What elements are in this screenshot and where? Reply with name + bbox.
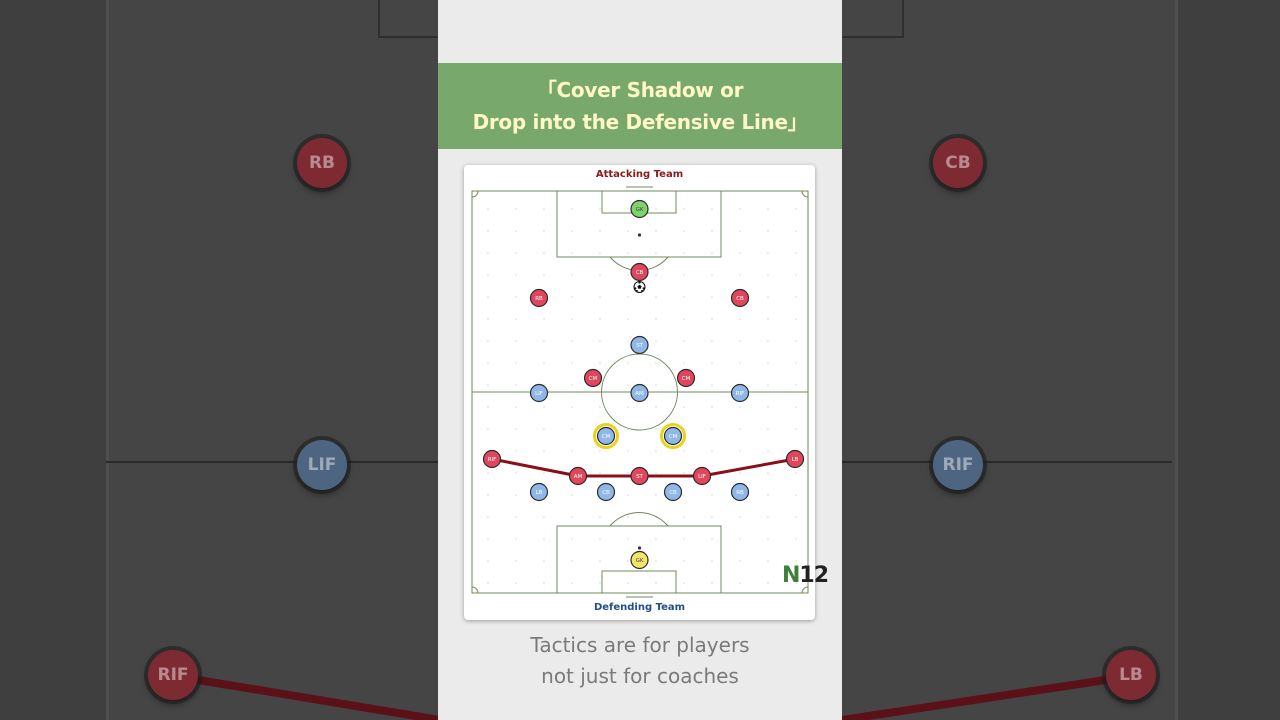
player-defending-rif: RIF xyxy=(730,383,750,403)
player-label: CM xyxy=(602,434,611,440)
video-frame: 「Cover Shadow or Drop into the Defensive… xyxy=(438,0,842,720)
player-defending-cm: CM xyxy=(593,423,619,449)
background-player: LB xyxy=(1106,650,1156,700)
player-attacking-cm: CM xyxy=(583,368,603,388)
tactics-pitch: GK CB RB CB ST CM CM LIF AM RIF CM CM RIF AM ST LIF LB LB… xyxy=(471,186,809,598)
corner-arc xyxy=(801,586,809,594)
player-label: CB xyxy=(736,296,744,302)
background-player: CB xyxy=(933,138,983,188)
player-label: LB xyxy=(536,490,543,496)
title-banner: 「Cover Shadow or Drop into the Defensive… xyxy=(438,63,842,149)
players-layer: GK CB RB CB ST CM CM LIF AM RIF CM CM RIF AM ST LIF LB LB… xyxy=(482,199,805,570)
background-player: RIF xyxy=(148,650,198,700)
background-right-blur: CB RIF LB xyxy=(842,0,1280,720)
player-label: CM xyxy=(682,376,691,382)
background-player: RIF xyxy=(933,440,983,490)
player-attacking-st: ST xyxy=(630,466,649,486)
player-attacking-lif: LIF xyxy=(692,466,712,486)
player-attacking-gk: GK xyxy=(630,199,649,219)
player-attacking-lb: LB xyxy=(785,449,805,469)
n12-logo: N12 xyxy=(782,563,829,588)
player-label: CB xyxy=(669,490,677,496)
ball-icon xyxy=(633,281,646,293)
player-attacking-cb: CB xyxy=(730,288,750,308)
background-penalty-box xyxy=(378,0,438,38)
bottom-penalty-arc xyxy=(609,512,669,527)
defending-team-label: Defending Team xyxy=(593,602,686,613)
player-defending-cb: CB xyxy=(596,482,616,502)
player-defending-lif: LIF xyxy=(529,383,549,403)
title-line-1: 「Cover Shadow or xyxy=(536,78,744,102)
background-pitch xyxy=(842,0,1178,720)
player-label: GK xyxy=(636,558,644,564)
background-line-overlay xyxy=(842,672,1133,720)
background-halfway-line xyxy=(842,461,1172,463)
player-defending-st: ST xyxy=(630,335,649,355)
bottom-goal-area xyxy=(601,570,677,594)
corner-arc xyxy=(471,586,479,594)
background-line-overlay xyxy=(173,672,438,720)
player-label: GK xyxy=(636,207,644,213)
player-attacking-am: AM xyxy=(568,466,588,486)
player-label: LIF xyxy=(698,474,706,480)
player-label: CM xyxy=(669,434,678,440)
background-player: RB xyxy=(297,138,347,188)
caption-line-1: Tactics are for players xyxy=(530,633,750,657)
player-defending-am: AM xyxy=(630,383,649,403)
player-label: CB xyxy=(636,270,644,276)
player-defending-cb: CB xyxy=(663,482,683,502)
player-label: RIF xyxy=(736,391,745,397)
player-defending-rb: RB xyxy=(730,482,750,502)
player-label: RB xyxy=(736,490,744,496)
player-defending-gk: GK xyxy=(630,550,649,570)
bottom-penalty-spot xyxy=(637,546,642,550)
player-attacking-rif: RIF xyxy=(482,449,502,469)
player-label: LIF xyxy=(535,391,543,397)
player-label: AM xyxy=(574,474,583,480)
player-label: RB xyxy=(535,296,543,302)
player-label: AM xyxy=(635,391,644,397)
pitch-card: GK CB RB CB ST CM CM LIF AM RIF CM CM RIF AM ST LIF LB LB… xyxy=(464,165,829,620)
player-label: CB xyxy=(602,490,610,496)
player-attacking-cb: CB xyxy=(630,262,649,282)
player-label: CM xyxy=(589,376,598,382)
player-label: ST xyxy=(636,343,643,349)
player-defending-cm: CM xyxy=(660,423,686,449)
title-line-2: Drop into the Defensive Line」 xyxy=(472,110,808,134)
player-attacking-rb: RB xyxy=(529,288,549,308)
background-pitch xyxy=(106,0,438,720)
background-halfway-line xyxy=(106,461,438,463)
background-player: LIF xyxy=(297,440,347,490)
player-attacking-cm: CM xyxy=(676,368,696,388)
background-left-blur: RB LIF RIF xyxy=(0,0,438,720)
caption: Tactics are for players not just for coa… xyxy=(438,630,842,692)
attacking-team-label: Attacking Team xyxy=(595,169,684,180)
player-label: LB xyxy=(792,457,799,463)
player-label: RIF xyxy=(488,457,497,463)
background-penalty-box xyxy=(842,0,904,38)
player-label: ST xyxy=(636,474,643,480)
top-penalty-spot xyxy=(637,233,642,237)
player-defending-lb: LB xyxy=(529,482,549,502)
corner-arc xyxy=(801,190,809,198)
corner-arc xyxy=(471,190,479,198)
caption-line-2: not just for coaches xyxy=(541,664,739,688)
